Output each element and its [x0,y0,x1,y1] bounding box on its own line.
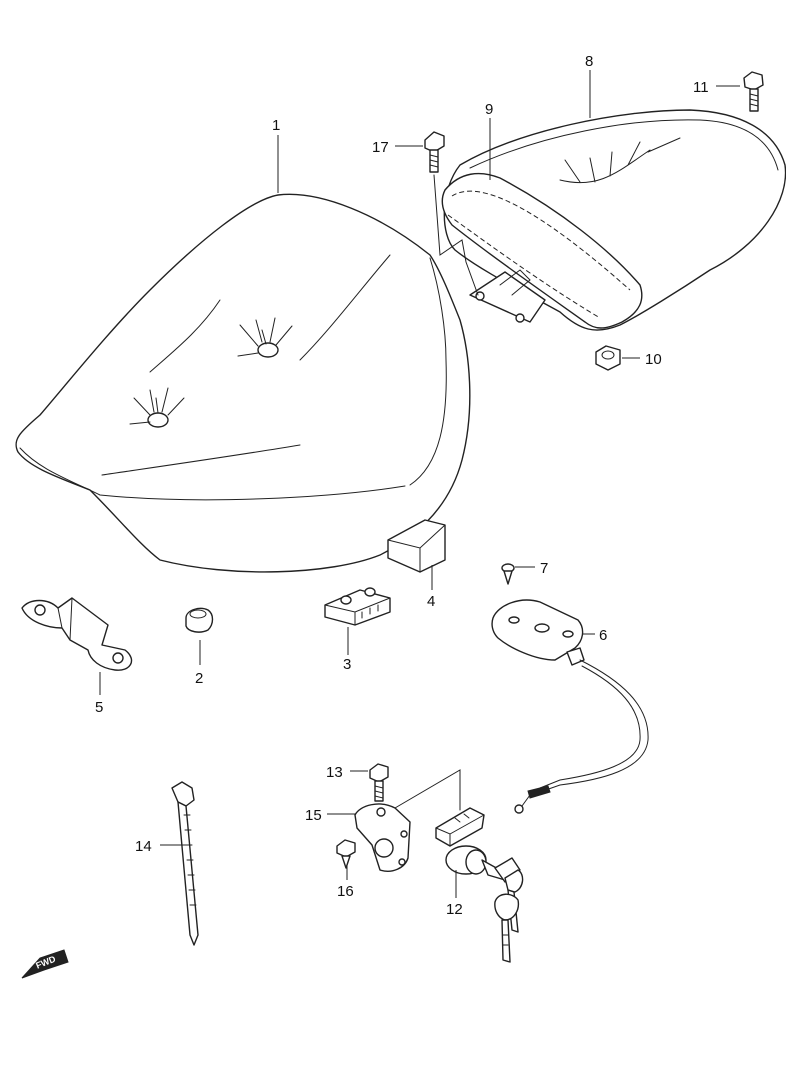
callout-9: 9 [485,101,493,118]
nut-10[interactable] [595,345,621,371]
rubber-block-3[interactable] [324,587,391,626]
front-seat[interactable] [15,193,471,573]
key-icon [494,869,524,963]
callout-16: 16 [337,883,354,900]
callout-7: 7 [540,560,548,577]
seat-dimple-icon [237,317,293,358]
callout-4: 4 [427,593,435,610]
rear-seat[interactable] [441,109,786,331]
cushion-block[interactable] [387,519,446,573]
callout-5: 5 [95,699,103,716]
callout-15: 15 [305,807,322,824]
callout-10: 10 [645,351,662,368]
callout-12: 12 [446,901,463,918]
callout-numbers: 1 2 3 4 5 6 7 8 9 10 11 12 13 14 15 16 1… [95,53,709,918]
callout-8: 8 [585,53,593,70]
fwd-indicator: FWD [21,949,69,979]
cable-tie-14[interactable] [171,781,199,946]
bolt-17[interactable] [424,131,479,296]
callout-17: 17 [372,139,389,156]
callout-13: 13 [326,764,343,781]
lock-cable-6[interactable] [491,599,649,814]
bolt-11[interactable] [743,71,764,112]
screw-16[interactable] [336,839,356,869]
forward-arrow-icon [21,949,69,979]
screw-7[interactable] [501,563,515,585]
callout-3: 3 [343,656,351,673]
bolt-13[interactable] [369,763,389,802]
callout-1: 1 [272,117,280,134]
seat-dimple-icon [559,137,681,184]
callout-11: 11 [693,79,709,96]
cushion-2[interactable] [185,607,214,633]
callout-6: 6 [599,627,607,644]
leader-lines [99,70,740,898]
seat-dimple-icon [129,387,185,428]
lock-bracket-15[interactable] [354,769,461,872]
seat-lock-12[interactable] [435,807,521,883]
callout-2: 2 [195,670,203,687]
bracket-5[interactable] [21,597,133,671]
callout-14: 14 [135,838,152,855]
seat-band[interactable] [441,172,643,329]
